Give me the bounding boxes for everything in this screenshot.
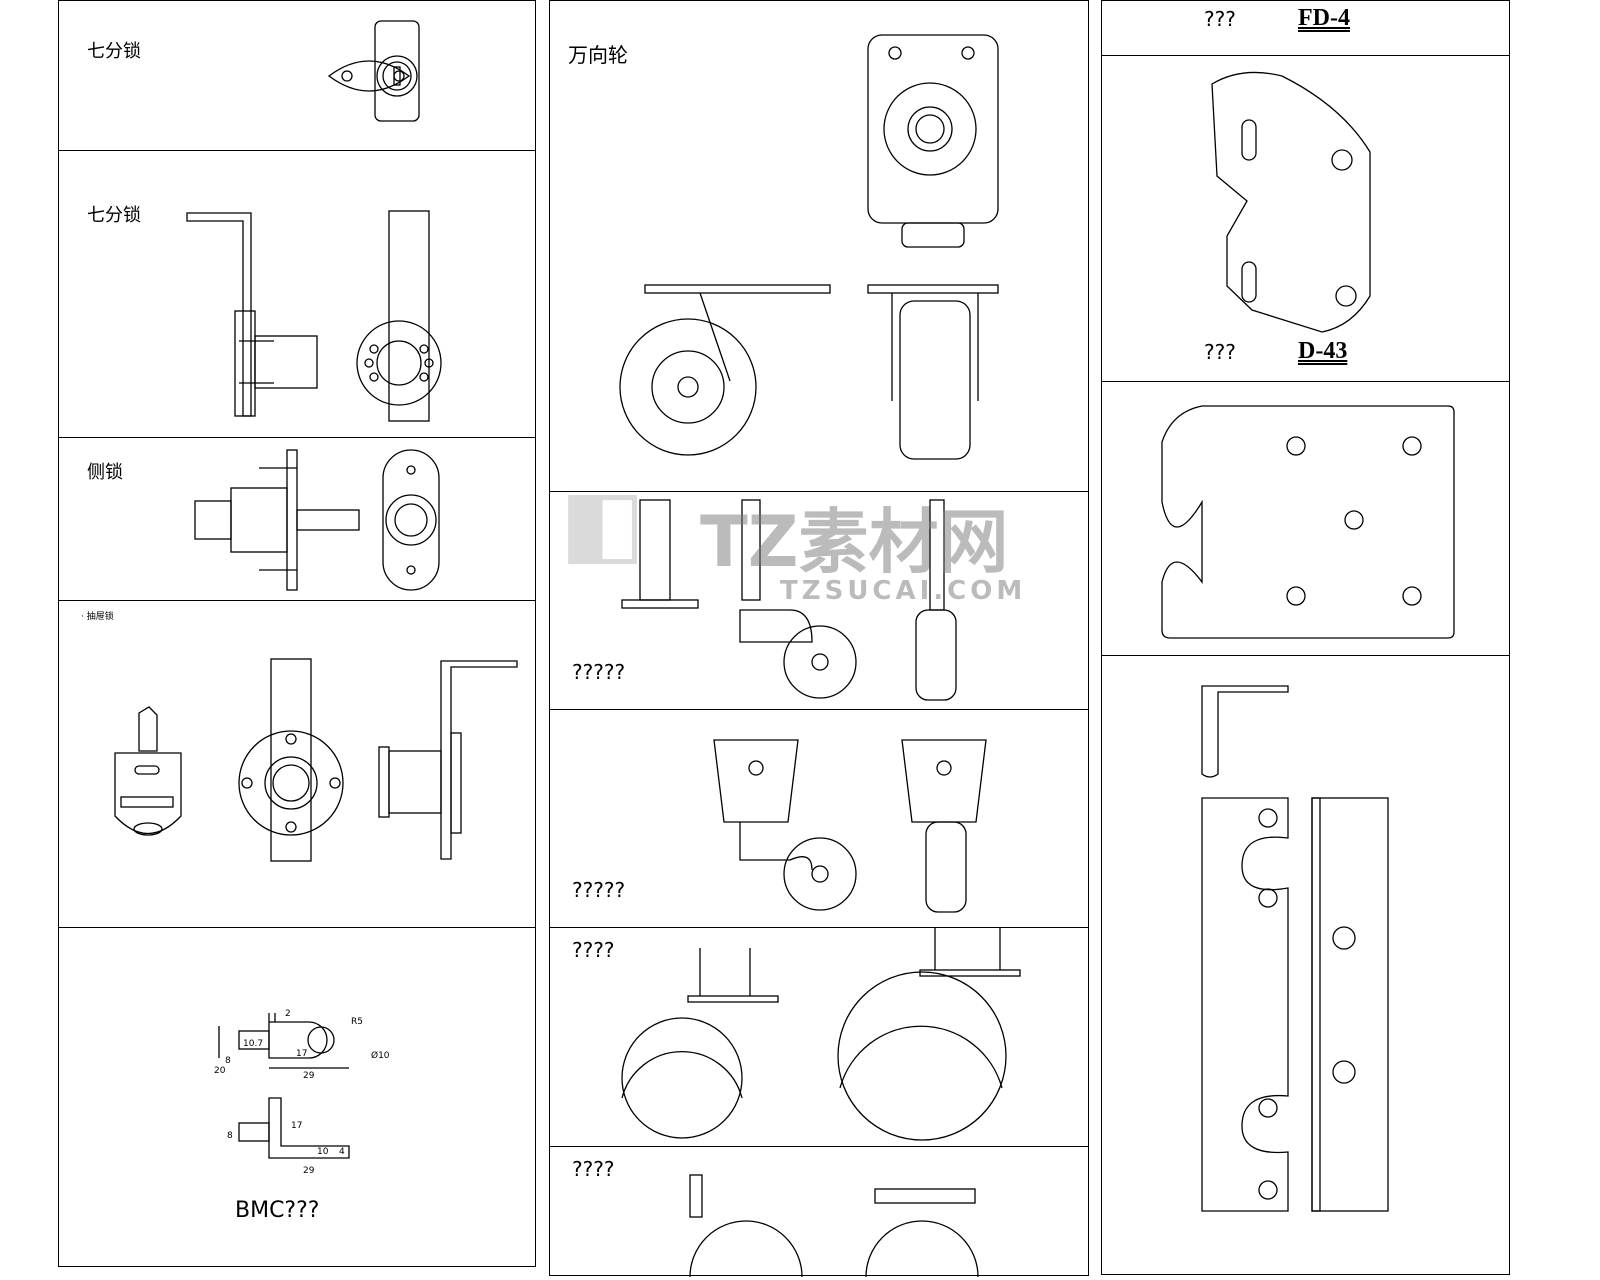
caster-drawing: [621, 928, 1021, 1141]
dim: R5: [351, 1017, 363, 1027]
lock-drawing: [327, 20, 420, 122]
dim: 29: [303, 1166, 315, 1176]
caster-drawing: [689, 1174, 979, 1277]
dim: 29: [303, 1071, 315, 1081]
panel-label: 万向轮: [568, 43, 628, 67]
watermark-url: TZSUCAI.COM: [780, 576, 1027, 606]
panel-fd4-d43: ??? D-43: [1101, 55, 1510, 382]
panel-caster: 万向轮: [549, 0, 1089, 492]
panel-label: ???: [1204, 7, 1236, 31]
dim: Ø10: [371, 1050, 390, 1061]
part-code: D-43: [1298, 338, 1348, 364]
panel-seven-lock-2: 七分锁: [58, 150, 536, 438]
panel-seven-lock-1: 七分锁: [58, 0, 536, 151]
dim: 8: [225, 1056, 231, 1066]
watermark-brand: TZ素材网: [700, 501, 1009, 583]
panel-hinge: [1101, 655, 1510, 1275]
panel-caster-4: ????: [549, 927, 1089, 1147]
bracket-drawing: [1211, 71, 1371, 333]
dim: 4: [339, 1147, 345, 1157]
caster-drawing: [713, 739, 987, 913]
panel-label: ???: [1204, 340, 1236, 364]
lock-drawing: [194, 449, 440, 591]
dim: 17: [291, 1121, 302, 1131]
dim: 10: [317, 1147, 329, 1157]
panel-label: · 抽屉锁: [81, 612, 114, 622]
panel-fd4-header: ??? FD-4: [1101, 0, 1510, 56]
panel-label: ?????: [572, 660, 626, 684]
panel-label: ?????: [572, 878, 626, 902]
dim: 17: [296, 1049, 307, 1059]
caster-drawing: [619, 34, 999, 460]
panel-label: ????: [572, 1157, 615, 1181]
watermark-logo: ◧: [560, 470, 646, 575]
panel-side-lock: 侧锁: [58, 437, 536, 601]
panel-drawer-lock: · 抽屉锁: [58, 600, 536, 928]
caster-drawing: [621, 499, 957, 701]
panel-label: 七分锁: [87, 41, 141, 62]
plate-drawing: [1161, 405, 1455, 639]
bmc-dimension-drawing: 2 10.7 20 8 17 R5 Ø10 29 8 17 10 4 29: [214, 1009, 390, 1176]
panel-label: ????: [572, 938, 615, 962]
panel-caster-5: ????: [549, 1146, 1089, 1277]
part-code: FD-4: [1298, 5, 1350, 31]
panel-plate: [1101, 381, 1510, 656]
panel-label: 侧锁: [87, 462, 123, 483]
panel-label: BMC???: [235, 1198, 320, 1223]
panel-label: 七分锁: [87, 205, 141, 226]
lock-drawing: [186, 210, 442, 422]
dim: 8: [227, 1131, 233, 1141]
dim: 10.7: [243, 1039, 263, 1049]
dim: 2: [285, 1009, 291, 1019]
panel-bmc: 2 10.7 20 8 17 R5 Ø10 29 8 17 10 4 29 BM…: [58, 927, 536, 1267]
dim: 20: [214, 1066, 226, 1076]
lock-drawing: [114, 658, 518, 862]
hinge-drawing: [1201, 685, 1389, 1212]
panel-caster-3: ?????: [549, 709, 1089, 928]
